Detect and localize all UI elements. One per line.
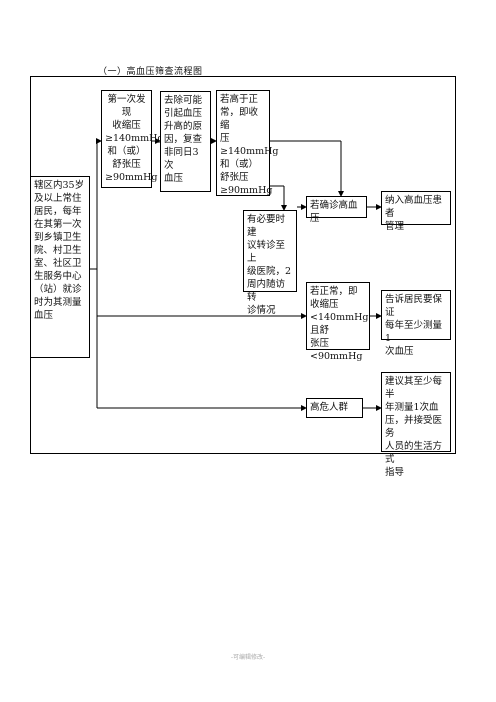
normal-box: 若正常，即 收缩压 <140mmHg且舒 张压<90mmHg bbox=[306, 282, 370, 362]
referral-box: 有必要时建 议转诊至上 级医院，2 周内随访转 诊情况 bbox=[243, 210, 297, 316]
high-risk-box: 高危人群 bbox=[306, 398, 363, 418]
manage-box: 纳入高血压患者 管理 bbox=[381, 191, 451, 232]
inform-box: 告诉居民要保证 每年至少测量1 次血压 bbox=[381, 290, 451, 357]
above-normal-box: 若高于正 常，即收缩 压 ≥140mmHg 和（或） 舒张压 ≥90mmHg bbox=[216, 90, 278, 196]
first-found-box: 第一次发现 收缩压 ≥140mmHg 和（或） 舒张压 ≥90mmHg bbox=[101, 90, 163, 188]
confirmed-box: 若确诊高血压 bbox=[306, 196, 367, 224]
start-box: 辖区内35岁 及以上常住 居民，每年 在其第一次 到乡镇卫生 院、村卫生 室、社… bbox=[30, 176, 90, 358]
recheck-box: 去除可能 引起血压 升高的原 因，复查 非同日3次 血压 bbox=[160, 91, 211, 192]
chart-title: （一）高血压筛查流程图 bbox=[98, 67, 203, 77]
footer-note: -可编辑修改- bbox=[230, 654, 266, 661]
advise-box: 建议其至少每半 年测量1次血 压，并接受医务 人员的生活方式 指导 bbox=[381, 372, 451, 478]
